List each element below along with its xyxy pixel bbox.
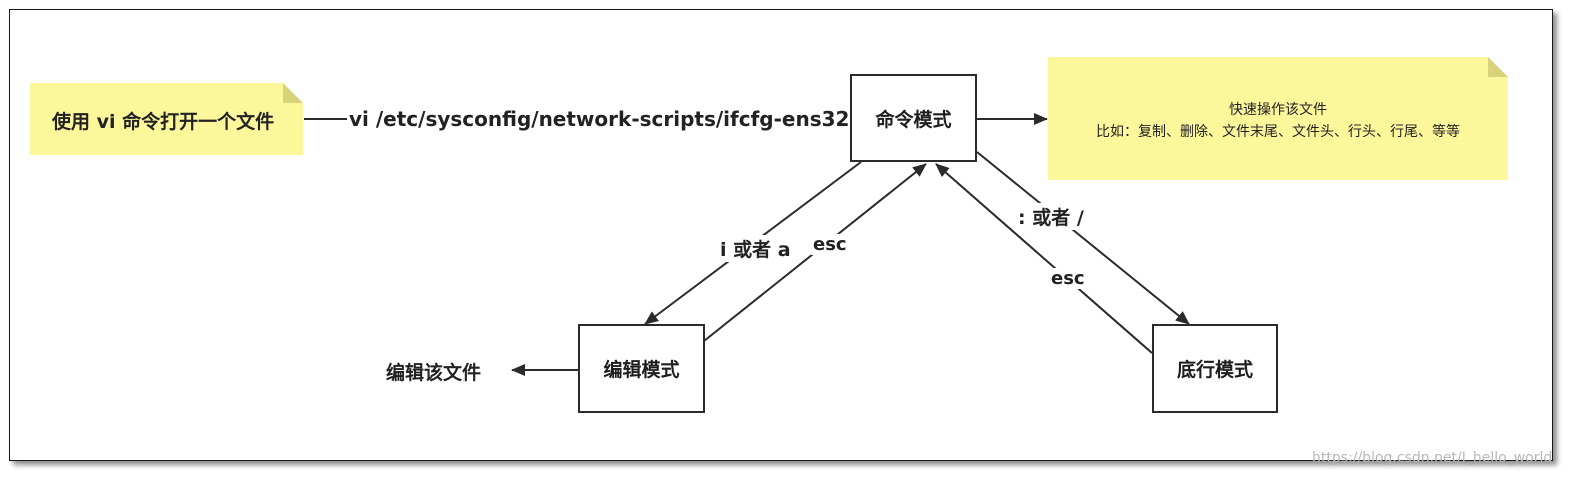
open-file-note-fold xyxy=(283,83,303,103)
edge-label-to-lastline: : 或者 / xyxy=(1016,203,1086,230)
open-command-label: vi /etc/sysconfig/network-scripts/ifcfg-… xyxy=(347,107,852,131)
watermark: https://blog.csdn.net/I_hello_world xyxy=(1312,450,1553,466)
open-file-note-text: 使用 vi 命令打开一个文件 xyxy=(52,111,275,133)
info-note xyxy=(1048,57,1508,180)
edge-label-lastline-to-command: esc xyxy=(1049,268,1087,289)
arrow-lastline-to-command xyxy=(935,163,1153,354)
info-note-fold xyxy=(1488,57,1508,77)
edge-label-to-edit: i 或者 a xyxy=(718,235,793,262)
info-note-line2: 比如：复制、删除、文件末尾、文件头、行头、行尾、等等 xyxy=(1096,124,1460,140)
command-mode-box: 命令模式 xyxy=(850,74,977,162)
edit-mode-box: 编辑模式 xyxy=(578,324,705,413)
edit-file-label: 编辑该文件 xyxy=(386,362,482,384)
edge-label-edit-to-command: esc xyxy=(811,234,849,255)
arrow-command-to-lastline xyxy=(976,151,1190,325)
info-note-line1: 快速操作该文件 xyxy=(1229,102,1327,118)
open-file-note xyxy=(30,83,303,155)
lastline-mode-box: 底行模式 xyxy=(1152,324,1278,413)
